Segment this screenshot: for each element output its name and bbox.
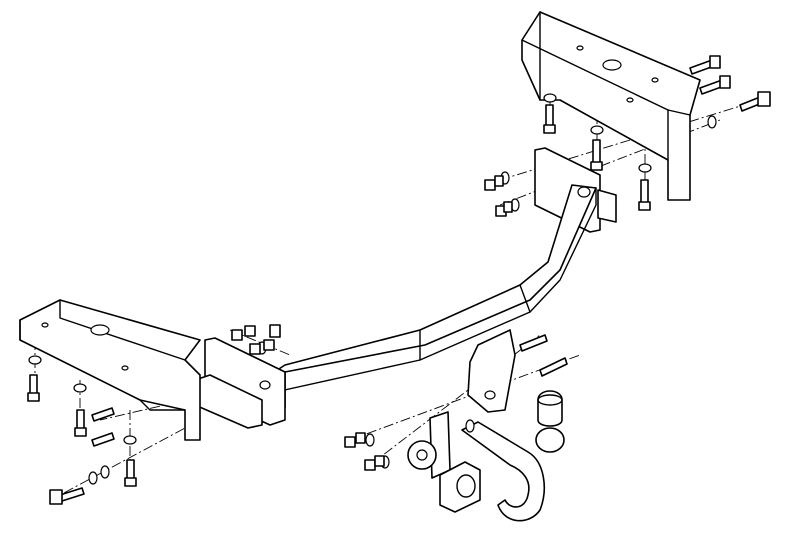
tow-ball-cap: [537, 390, 563, 427]
right-side-bracket: [521, 11, 701, 201]
bolt: [91, 432, 115, 447]
bolt: [543, 104, 556, 134]
bolt: [49, 487, 85, 505]
bolt: [74, 409, 87, 437]
tow-ball: [535, 427, 565, 453]
bolts: [27, 55, 771, 505]
electrical-socket-plate: [407, 411, 451, 479]
hitch-plate: [467, 329, 516, 413]
tow-ball-neck: [461, 419, 565, 522]
left-side-bracket: [19, 299, 201, 441]
washers: [28, 93, 717, 485]
bolt: [124, 459, 137, 487]
nuts: [231, 175, 513, 471]
bolt: [739, 91, 771, 112]
bolt: [91, 407, 115, 422]
bolt: [539, 357, 568, 377]
electrical-socket: [439, 461, 481, 513]
bolt: [699, 75, 731, 95]
bolt: [27, 374, 40, 402]
left-mounting-plate: [194, 337, 286, 429]
bolt: [519, 334, 548, 352]
bolt: [590, 139, 603, 171]
bolt: [638, 179, 651, 211]
cross-beam: [261, 147, 617, 416]
bolt: [689, 55, 721, 75]
